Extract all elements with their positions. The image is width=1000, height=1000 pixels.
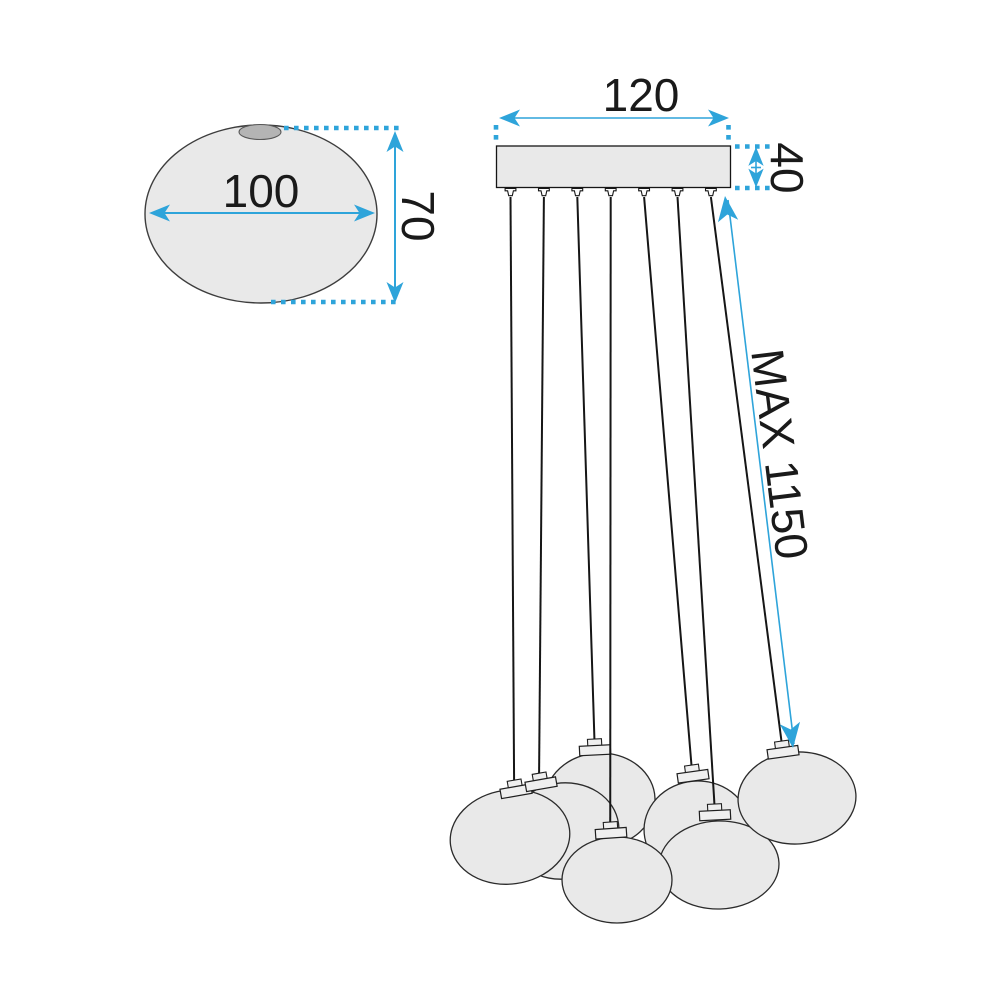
cord-grips xyxy=(504,187,717,197)
pendant-cord xyxy=(538,196,545,774)
ball-cap xyxy=(578,738,612,757)
pendant-cord xyxy=(509,196,516,781)
canopy-shapes xyxy=(495,145,732,189)
ball-cap xyxy=(594,820,628,840)
shade-side-view: 100 70 xyxy=(144,123,444,305)
max-drop-dim: MAX 1150 xyxy=(714,194,819,750)
glass-balls xyxy=(449,751,857,924)
canopy-bar xyxy=(495,145,732,189)
pendant-cord xyxy=(643,196,693,766)
pendant-cords xyxy=(509,196,783,823)
pendant-cord xyxy=(709,196,783,742)
cord-grip xyxy=(571,187,584,197)
max-drop-label: MAX 1150 xyxy=(741,346,818,562)
pendant-cord xyxy=(576,196,596,740)
ceiling-canopy: 120 40 xyxy=(493,69,813,197)
shade-hole xyxy=(238,123,282,141)
canopy-height-label: 40 xyxy=(761,142,813,193)
arrow-head-up-icon xyxy=(714,194,739,223)
ball-cap-base xyxy=(524,776,558,793)
cord-grip xyxy=(638,187,651,197)
shade-width-label: 100 xyxy=(223,165,300,217)
ball-cap-base xyxy=(676,768,710,784)
cord-grip xyxy=(604,187,617,197)
canopy-width-label: 120 xyxy=(603,69,680,121)
ball-cap-base xyxy=(594,826,628,840)
cord-grip xyxy=(704,187,717,197)
ball-cap xyxy=(698,803,732,822)
pendant-cluster xyxy=(449,196,857,924)
cord-grip xyxy=(671,187,684,197)
glass-ball xyxy=(561,836,673,924)
ball-cap-base xyxy=(578,744,612,757)
pendant-cord xyxy=(676,196,716,805)
cord-grip xyxy=(504,187,517,197)
shade-height-label: 70 xyxy=(392,190,444,241)
ball-cap-base xyxy=(766,744,800,760)
ball-cap xyxy=(676,763,710,784)
ball-cap-base xyxy=(698,809,732,822)
cord-grip xyxy=(537,187,550,197)
max-drop-dim-line xyxy=(727,199,795,745)
